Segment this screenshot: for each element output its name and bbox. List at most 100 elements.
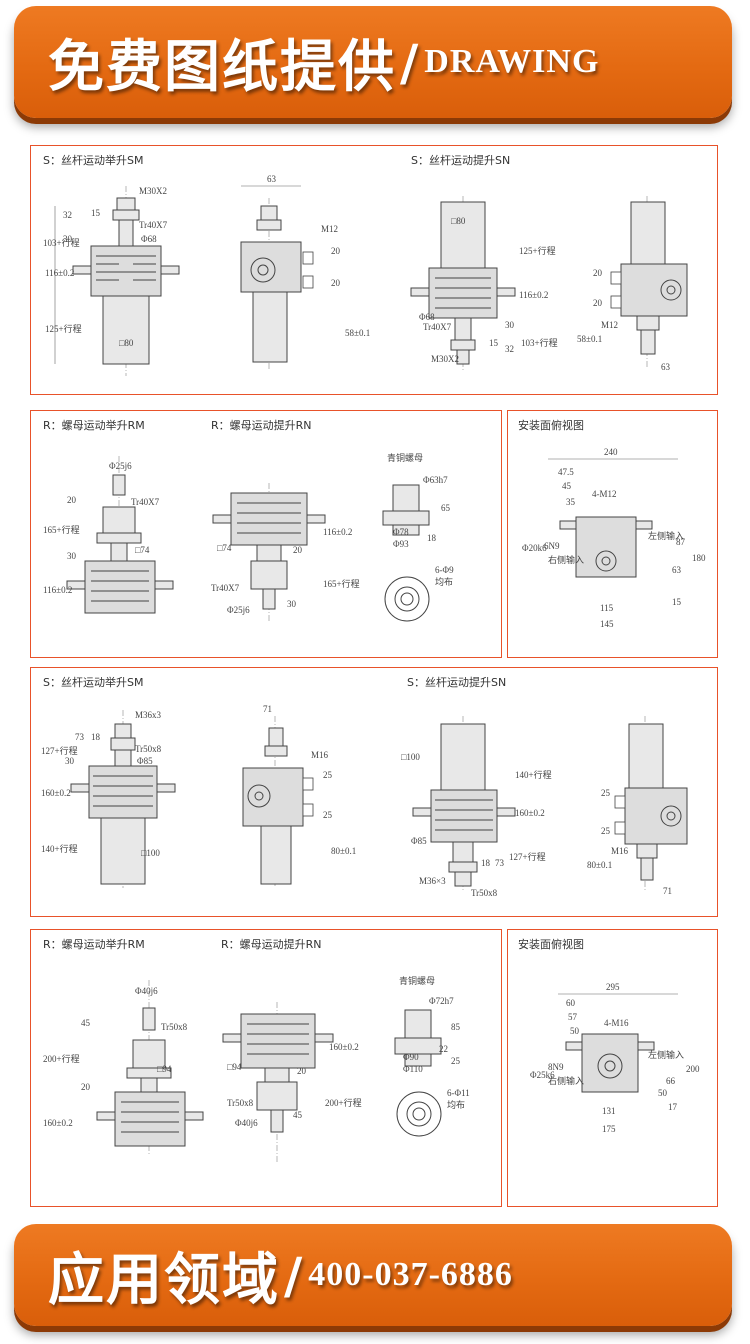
rm-dim-square: □74	[135, 545, 150, 555]
rm-dim-20: 20	[67, 495, 77, 505]
nut-dim-65: 65	[441, 503, 451, 513]
sm2side-dim-m16: M16	[311, 750, 329, 760]
sm2-dim-square: □100	[141, 848, 160, 858]
rn2-dim-45: 45	[293, 1110, 303, 1120]
rm2-dim-square: □94	[157, 1064, 172, 1074]
sn2side-dim-71: 71	[663, 886, 672, 896]
rm-dim-stroke: 165+行程	[43, 524, 80, 535]
top-view-drawing-2: 295 60 57 50 4-M16 Φ25k6 8N9 右侧输入 左侧输入 6…	[530, 982, 700, 1134]
sm-dim-height: 116±0.2	[45, 268, 74, 278]
title-sn-2: S：丝杆运动提升SN	[407, 676, 507, 689]
nut2-dim-dia: Φ72h7	[429, 996, 454, 1006]
tv2-left-input: 左侧输入	[648, 1049, 684, 1060]
banner-phone: 400-037-6886	[308, 1256, 513, 1293]
sn-dim-dia: Φ68	[419, 312, 435, 322]
rm-dim-30: 30	[67, 551, 77, 561]
side2-dim-20b: 20	[593, 298, 603, 308]
tv-dim-63: 63	[672, 565, 682, 575]
panel-nut-lift-40: R：螺母运动举升RM R：螺母运动提升RN Φ25j6 20 Tr40X7 16…	[30, 410, 502, 658]
rm2-dim-tr: Tr50x8	[161, 1022, 188, 1032]
drawing-set-2: Φ25j6 20 Tr40X7 165+行程 30 □74 116±0.2 11…	[43, 452, 454, 623]
tv2-dim-131: 131	[602, 1106, 616, 1116]
panel-top-view-50: 安装面俯视图 295 60 57 50 4-M16 Φ25k6 8N9 右侧输入…	[507, 929, 718, 1207]
sn2side-dim-80: 80±0.1	[587, 860, 612, 870]
banner-app-title: 应用领域	[48, 1246, 280, 1313]
sn2-dim-73: 73	[495, 858, 505, 868]
sm2-dim-stroke: 127+行程	[41, 745, 78, 756]
title-sn: S：丝杆运动提升SN	[411, 154, 511, 167]
side-dim-20b: 20	[331, 278, 341, 288]
sm-dim-stroke: 103+行程	[43, 237, 80, 248]
side-dim-63: 63	[267, 174, 277, 184]
tv-right-input: 右侧输入	[548, 554, 584, 565]
tv-dim-115: 115	[600, 603, 614, 613]
sm-dim-square: □80	[119, 338, 134, 348]
rn-drawing: 116±0.2 □74 20 165+行程 Tr40X7 Φ25j6 30	[211, 483, 360, 623]
tv-dim-145: 145	[600, 619, 614, 629]
title-sm: S：丝杆运动举升SM	[43, 154, 144, 167]
tv-dim-240: 240	[604, 447, 618, 457]
rn-dim-tr: Tr40X7	[211, 583, 240, 593]
tv-left-input: 左侧输入	[648, 530, 684, 541]
sn2-dim-stroke2: 127+行程	[509, 851, 546, 862]
drawing-set-4: Φ40j6 45 Tr50x8 200+行程 □94 20 160±0.2 16…	[43, 975, 470, 1162]
rm2-dim-45: 45	[81, 1018, 91, 1028]
sm-dim-stroke2: 125+行程	[45, 323, 82, 334]
tv-dim-180: 180	[692, 553, 706, 563]
sm-dim-30: 30	[63, 234, 73, 244]
sn2-dim-dia: Φ85	[411, 836, 427, 846]
tv2-dim-17: 17	[668, 1102, 678, 1112]
sm2-dim-thread: M36x3	[135, 710, 162, 720]
nut2-dim-holes: 6-Φ11	[447, 1088, 470, 1098]
side2-dim-63: 63	[661, 362, 671, 372]
nut-title: 青铜螺母	[387, 452, 423, 463]
nut-dim-93: Φ93	[393, 539, 409, 549]
sn2-dim-tr: Tr50x8	[471, 888, 498, 898]
sm-dim-32: 32	[63, 210, 72, 220]
rn2-dim-square: □94	[227, 1062, 242, 1072]
tv2-dim-200: 200	[686, 1064, 700, 1074]
tv2-dim-57: 57	[568, 1012, 578, 1022]
rm-drawing: Φ25j6 20 Tr40X7 165+行程 30 □74 116±0.2	[43, 456, 174, 614]
rm2-dim-stroke: 200+行程	[43, 1053, 80, 1064]
tv2-dim-60: 60	[566, 998, 576, 1008]
sm2-dim-height: 160±0.2	[41, 788, 71, 798]
tv2-dim-shaft: Φ25k6	[530, 1070, 555, 1080]
tv2-right-input: 右侧输入	[548, 1075, 584, 1086]
tv-dim-holes: 4-M12	[592, 489, 617, 499]
rn2-dim-tr: Tr50x8	[227, 1098, 254, 1108]
nut2-dim-85: 85	[451, 1022, 461, 1032]
side2-dim-m12: M12	[601, 320, 618, 330]
side-dim-58: 58±0.1	[345, 328, 370, 338]
sn2-dim-height: 160±0.2	[515, 808, 545, 818]
sn2-dim-square: □100	[401, 752, 420, 762]
sm-side-drawing: 63 M12 20 20 58±0.1	[240, 174, 370, 371]
sm2side-dim-71: 71	[263, 704, 272, 714]
rm2-dim-height: 160±0.2	[43, 1118, 73, 1128]
sn-dim-32: 32	[505, 344, 514, 354]
top-view-drawing-1: 240 47.5 45 35 4-M12 Φ20k6 6N9 右侧输入 左侧输入…	[522, 447, 706, 629]
application-banner: 应用领域 / 400-037-6886	[14, 1224, 732, 1326]
tv2-dim-175: 175	[602, 1124, 616, 1134]
sn2-dim-18: 18	[481, 858, 491, 868]
title-rm-2: R：螺母运动举升RM	[43, 938, 145, 951]
rn2-dim-shaft: Φ40j6	[235, 1118, 258, 1128]
title-top-view-2: 安装面俯视图	[518, 938, 584, 951]
sm2-dim-30: 30	[65, 756, 75, 766]
sn2-dim-stroke: 140+行程	[515, 769, 552, 780]
sn-dim-stroke2: 103+行程	[521, 337, 558, 348]
nut-dim-78: Φ78	[393, 527, 409, 537]
tv-dim-87: 87	[676, 537, 686, 547]
sn2-side-drawing: 25 25 M16 80±0.1 71	[587, 716, 688, 896]
tv2-dim-50: 50	[570, 1026, 580, 1036]
title-rn: R：螺母运动提升RN	[211, 419, 312, 432]
tv2-dim-50b: 50	[658, 1088, 668, 1098]
rn2-dim-height: 160±0.2	[329, 1042, 359, 1052]
drawing-banner: 免费图纸提供 / DRAWING	[14, 6, 732, 118]
tv-dim-35: 35	[566, 497, 576, 507]
sn2-dim-thread: M36×3	[419, 876, 446, 886]
banner-app-separator: /	[284, 1245, 303, 1305]
sm-dim-15: 15	[91, 208, 101, 218]
rn2-dim-stroke: 200+行程	[325, 1097, 362, 1108]
sm2-drawing: M36x3 73 18 127+行程 Tr50x8 Φ85 30 160±0.2…	[41, 710, 176, 888]
